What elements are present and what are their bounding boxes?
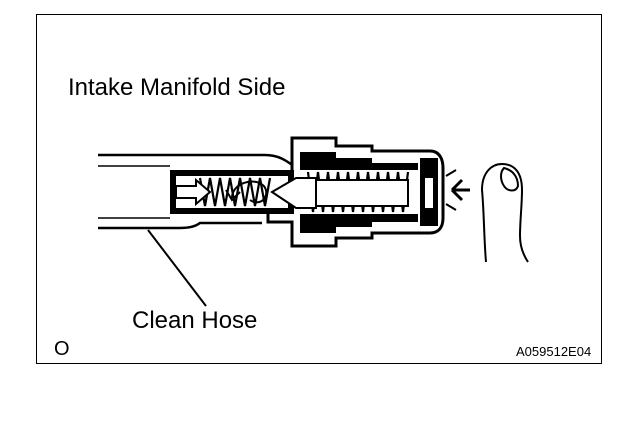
blow-line-top [445,169,457,177]
hose-lower-wall [98,221,262,230]
callout-label-clean-hose: Clean Hose [132,307,258,334]
air-flow-arrow-icon [175,177,212,207]
hose-upper-wall [98,153,296,169]
diagram-title: Intake Manifold Side [68,74,286,101]
blow-lines-icon [445,169,470,211]
callout-leader [147,229,207,307]
valve-plunger [270,177,409,209]
spring-coil-left [198,177,272,207]
swirl-head [225,189,241,202]
housing-band-bottom [300,214,418,233]
end-cap-slot [425,178,433,208]
figure-code: A059512E04 [516,344,592,359]
swirl-path [231,180,268,204]
swirl-arrow-icon [225,180,268,204]
corner-mark: O [54,338,70,360]
housing-band-top [300,152,418,170]
finger-icon [480,162,529,263]
fingernail [500,166,520,192]
blow-line-bottom [445,203,457,211]
flow-arrow [175,177,212,207]
blow-arrow [450,178,470,202]
plunger-shaft [315,179,409,207]
